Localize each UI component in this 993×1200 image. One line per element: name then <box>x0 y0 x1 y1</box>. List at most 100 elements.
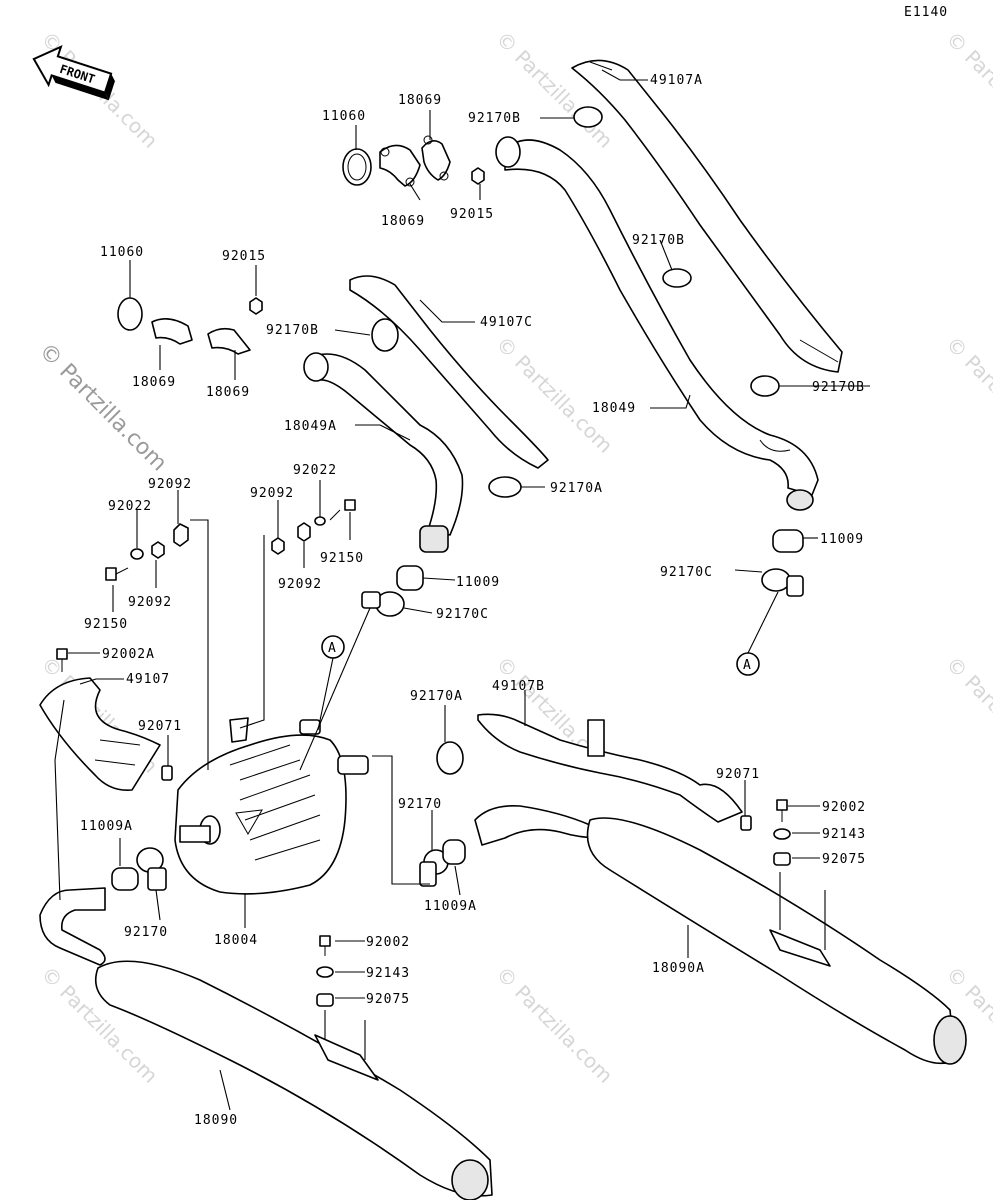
label-49107B: 49107B <box>492 679 545 694</box>
bolt-92150-b <box>329 499 356 521</box>
nut-92015-top <box>471 167 485 185</box>
label-92022: 92022 <box>293 463 337 478</box>
label-49107A: 49107A <box>650 73 703 88</box>
diagram-code: E1140 <box>904 5 948 20</box>
label-11060: 11060 <box>100 245 144 260</box>
clamp-92170A-low <box>436 741 464 775</box>
heat-guard-49107C <box>349 275 549 469</box>
part-labels: 49107A 11060 18069 92170B 18069 92015 11… <box>80 73 866 1128</box>
label-92022: 92022 <box>108 499 152 514</box>
label-11009A: 11009A <box>424 899 477 914</box>
clamp-92170B-top <box>573 106 603 128</box>
leader-lines <box>54 69 870 1111</box>
clamp-92170B-mid-right <box>662 268 692 288</box>
nut-92092-c <box>271 537 285 555</box>
washer-92022-b <box>314 516 326 526</box>
label-18069: 18069 <box>206 385 250 400</box>
muffler-18090A <box>474 804 967 1065</box>
svg-text:A: A <box>743 658 752 673</box>
clamp-92170B-mid <box>371 318 399 352</box>
clamp-92170C-right <box>761 568 804 597</box>
label-92092: 92092 <box>278 577 322 592</box>
watermark: © Partzilla.com <box>941 27 993 153</box>
heat-shield-49107 <box>39 677 161 792</box>
label-92170B: 92170B <box>266 323 319 338</box>
clamp-92170C-mid <box>361 591 405 617</box>
label-92170B: 92170B <box>632 233 685 248</box>
watermark: © Partzilla.com <box>941 652 993 778</box>
label-92092: 92092 <box>250 486 294 501</box>
sleeve-11009-mid <box>396 565 424 591</box>
muffler-chamber-18004 <box>174 717 369 895</box>
nut-92092-d <box>297 522 311 542</box>
grommet-92075-right <box>773 852 791 866</box>
nut-92092-a <box>173 523 189 547</box>
watermark-main: © Partzilla.com <box>34 339 172 477</box>
bolt-92002-right <box>776 799 788 822</box>
label-92075: 92075 <box>366 992 410 1007</box>
callout-a-right: A <box>736 652 760 676</box>
label-92071: 92071 <box>138 719 182 734</box>
bolt-92002-low <box>319 935 331 956</box>
label-11009: 11009 <box>456 575 500 590</box>
grommet-92075-low <box>316 993 334 1007</box>
gasket-11060-mid <box>117 297 143 331</box>
label-49107C: 49107C <box>480 315 533 330</box>
flange-18069-top-a <box>379 144 421 187</box>
clamp-92170A-mid <box>488 476 522 498</box>
label-92170C: 92170C <box>436 607 489 622</box>
heat-guard-49107A <box>571 59 843 373</box>
nut-92092-b <box>151 541 165 559</box>
washer-92022-a <box>130 548 144 560</box>
flange-18069-top-b <box>421 135 451 181</box>
label-92092: 92092 <box>128 595 172 610</box>
watermark: © Partzilla.com <box>941 332 993 458</box>
label-92071: 92071 <box>716 767 760 782</box>
label-18090A: 18090A <box>652 961 705 976</box>
label-11009: 11009 <box>820 532 864 547</box>
label-92170B: 92170B <box>812 380 865 395</box>
label-92170: 92170 <box>124 925 168 940</box>
label-92150: 92150 <box>84 617 128 632</box>
flange-18069-mid-b <box>207 327 251 355</box>
label-11009A: 11009A <box>80 819 133 834</box>
label-18069: 18069 <box>398 93 442 108</box>
label-18004: 18004 <box>214 933 258 948</box>
gasket-11060-top <box>342 148 372 186</box>
nut-92015-mid <box>249 297 263 315</box>
sleeve-11009A-mid <box>442 839 466 865</box>
label-92143: 92143 <box>366 966 410 981</box>
label-49107: 49107 <box>126 672 170 687</box>
callout-a-mid: A <box>321 635 345 659</box>
label-92170A: 92170A <box>550 481 603 496</box>
bolt-92002A <box>56 648 68 672</box>
label-92002: 92002 <box>366 935 410 950</box>
sleeve-11009-right <box>772 529 804 553</box>
label-92015: 92015 <box>450 207 494 222</box>
label-92170B: 92170B <box>468 111 521 126</box>
clamp-92170-mid <box>419 849 449 887</box>
flange-18069-mid-a <box>151 318 193 345</box>
washer-92143-low <box>316 966 334 978</box>
clip-92071-left <box>161 765 173 781</box>
label-92002: 92002 <box>822 800 866 815</box>
front-arrow-icon: FRONT <box>32 44 115 101</box>
label-92170C: 92170C <box>660 565 713 580</box>
label-18069: 18069 <box>381 214 425 229</box>
clip-92071-right <box>740 815 752 831</box>
label-92075: 92075 <box>822 852 866 867</box>
label-92015: 92015 <box>222 249 266 264</box>
label-92143: 92143 <box>822 827 866 842</box>
label-18090: 18090 <box>194 1113 238 1128</box>
watermark: © Partzilla.com <box>491 962 617 1088</box>
muffler-18090 <box>39 887 493 1200</box>
watermark-layer: © Partzilla.com © Partzilla.com © Partzi… <box>34 27 993 1088</box>
clamp-92170-left <box>136 847 167 891</box>
label-92092: 92092 <box>148 477 192 492</box>
bolt-92150-a <box>105 567 129 581</box>
clamp-92170B-right <box>750 375 780 397</box>
sleeve-11009A-left <box>111 867 139 891</box>
label-92150: 92150 <box>320 551 364 566</box>
label-11060: 11060 <box>322 109 366 124</box>
exhaust-pipe-18049 <box>495 136 819 511</box>
